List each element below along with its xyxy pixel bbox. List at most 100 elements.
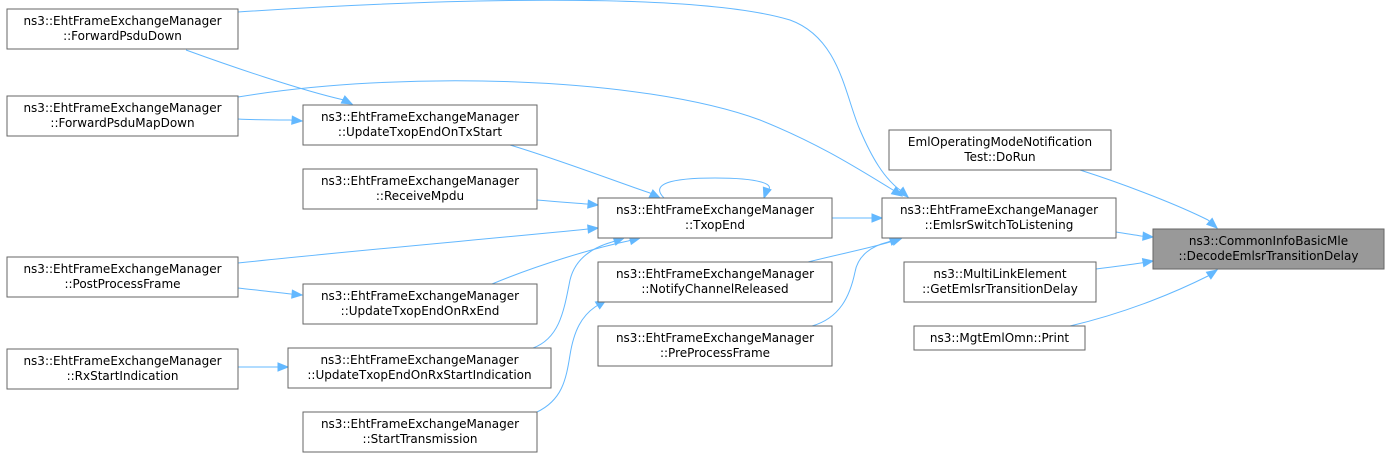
edge-txop-end-to-txop-end xyxy=(659,177,772,200)
node-box xyxy=(888,129,1112,171)
node-label-line2: ::GetEmlsrTransitionDelay xyxy=(922,282,1078,296)
arrowhead-icon xyxy=(291,289,304,299)
node-label-line2: ::UpdateTxopEndOnRxEnd xyxy=(341,304,500,318)
edge-line xyxy=(1079,169,1218,229)
node-label-line2: Test::DoRun xyxy=(963,150,1035,164)
edge-line xyxy=(807,237,903,263)
arrowhead-icon xyxy=(587,224,600,234)
node-label-line2: ::ForwardPsduMapDown xyxy=(50,116,194,130)
node-forward-psdu-map-down[interactable]: ns3::EhtFrameExchangeManager::ForwardPsd… xyxy=(6,95,239,137)
node-update-txop-end-on-tx-start[interactable]: ns3::EhtFrameExchangeManager::UpdateTxop… xyxy=(302,104,538,146)
node-update-txop-end-on-rx-start-indication[interactable]: ns3::EhtFrameExchangeManager::UpdateTxop… xyxy=(287,347,552,389)
node-label-line1: ns3::EhtFrameExchangeManager xyxy=(616,203,814,217)
node-box xyxy=(597,261,833,303)
node-label-line1: ns3::MgtEmlOmn::Print xyxy=(930,331,1070,345)
node-get-emlsr-transition-delay[interactable]: ns3::MultiLinkElement::GetEmlsrTransitio… xyxy=(903,261,1097,303)
node-label-line2: ::EmlsrSwitchToListening xyxy=(925,218,1074,232)
node-box xyxy=(6,8,239,50)
node-label-line2: ::PreProcessFrame xyxy=(660,346,770,360)
edge-line xyxy=(237,80,903,197)
edge-pre-process-frame-to-emlsr-switch-to-listening xyxy=(811,236,902,327)
edge-forward-psdu-down-to-update-txop-end-on-tx-start xyxy=(185,49,354,105)
arrowhead-icon xyxy=(890,186,904,197)
node-label-line1: ns3::EhtFrameExchangeManager xyxy=(320,353,518,367)
arrowhead-icon xyxy=(1142,231,1155,241)
node-label-line2: ::ReceiveMpdu xyxy=(376,189,464,203)
node-label-line1: ns3::EhtFrameExchangeManager xyxy=(23,14,221,28)
node-label-line1: ns3::EhtFrameExchangeManager xyxy=(321,289,519,303)
edge-forward-psdu-map-down-to-update-txop-end-on-tx-start xyxy=(237,115,304,125)
node-emlsr-switch-to-listening[interactable]: ns3::EhtFrameExchangeManager::EmlsrSwitc… xyxy=(881,197,1117,239)
node-label-line2: ::ForwardPsduDown xyxy=(63,29,182,43)
node-box xyxy=(287,347,552,389)
node-label-line1: ns3::EhtFrameExchangeManager xyxy=(23,354,221,368)
node-box xyxy=(881,197,1117,239)
nodes: ns3::EhtFrameExchangeManager::ForwardPsd… xyxy=(6,8,1385,453)
edge-post-process-frame-to-txop-end xyxy=(237,224,600,264)
edge-line xyxy=(237,0,909,198)
arrowhead-icon xyxy=(762,186,772,200)
node-update-txop-end-on-rx-end[interactable]: ns3::EhtFrameExchangeManager::UpdateTxop… xyxy=(302,283,538,325)
node-label-line1: ns3::EhtFrameExchangeManager xyxy=(321,417,519,431)
node-label-line1: ns3::EhtFrameExchangeManager xyxy=(321,174,519,188)
edge-rx-start-indication-to-update-txop-end-on-rx-start-indication xyxy=(238,362,290,372)
node-pre-process-frame[interactable]: ns3::EhtFrameExchangeManager::PreProcess… xyxy=(597,325,833,367)
edge-line xyxy=(536,199,599,206)
edge-line xyxy=(491,237,641,285)
edge-eml-operating-mode-notification-test-to-decode-emlsr-transition-delay xyxy=(1079,169,1219,229)
node-label-line1: ns3::CommonInfoBasicMle xyxy=(1189,234,1348,248)
edge-line xyxy=(811,237,901,327)
node-label-line2: ::TxopEnd xyxy=(685,218,745,232)
edge-forward-psdu-down-to-emlsr-switch-to-listening xyxy=(237,0,910,198)
arrowhead-icon xyxy=(1205,269,1219,280)
edge-get-emlsr-transition-delay-to-decode-emlsr-transition-delay xyxy=(1095,258,1155,270)
node-box xyxy=(302,104,538,146)
node-box xyxy=(6,256,239,298)
node-label-line2: ::PostProcessFrame xyxy=(64,277,180,291)
edge-line xyxy=(1095,260,1154,270)
edge-line xyxy=(659,177,770,199)
node-box xyxy=(903,261,1097,303)
node-box xyxy=(302,411,538,453)
edge-line xyxy=(237,287,303,296)
node-mgt-eml-omn-print[interactable]: ns3::MgtEmlOmn::Print xyxy=(913,325,1086,351)
node-receive-mpdu[interactable]: ns3::EhtFrameExchangeManager::ReceiveMpd… xyxy=(302,168,538,210)
arrowhead-icon xyxy=(587,199,600,209)
node-notify-channel-released[interactable]: ns3::EhtFrameExchangeManager::NotifyChan… xyxy=(597,261,833,303)
node-post-process-frame[interactable]: ns3::EhtFrameExchangeManager::PostProces… xyxy=(6,256,239,298)
arrowhead-icon xyxy=(1141,258,1155,268)
node-label-line1: EmlOperatingModeNotification xyxy=(908,135,1092,149)
node-label-line1: ns3::EhtFrameExchangeManager xyxy=(616,267,814,281)
edge-line xyxy=(536,299,607,413)
node-box xyxy=(1152,228,1385,270)
node-rx-start-indication[interactable]: ns3::EhtFrameExchangeManager::RxStartInd… xyxy=(6,348,239,390)
node-label-line2: ::DecodeEmlsrTransitionDelay xyxy=(1179,249,1359,263)
edge-post-process-frame-to-update-txop-end-on-rx-end xyxy=(237,287,304,299)
edge-forward-psdu-map-down-to-emlsr-switch-to-listening xyxy=(237,80,904,197)
node-forward-psdu-down[interactable]: ns3::EhtFrameExchangeManager::ForwardPsd… xyxy=(6,8,239,50)
node-box xyxy=(597,197,833,239)
node-decode-emlsr-transition-delay[interactable]: ns3::CommonInfoBasicMle::DecodeEmlsrTran… xyxy=(1152,228,1385,270)
node-txop-end[interactable]: ns3::EhtFrameExchangeManager::TxopEnd xyxy=(597,197,833,239)
arrowhead-icon xyxy=(291,115,304,125)
node-label-line2: ::StartTransmission xyxy=(363,432,478,446)
node-label-line2: ::UpdateTxopEndOnRxStartIndication xyxy=(307,368,531,382)
edge-receive-mpdu-to-txop-end xyxy=(536,199,600,209)
node-label-line1: ns3::EhtFrameExchangeManager xyxy=(616,331,814,345)
edge-emlsr-switch-to-listening-to-decode-emlsr-transition-delay xyxy=(1115,231,1155,241)
node-label-line1: ns3::EhtFrameExchangeManager xyxy=(23,262,221,276)
node-box xyxy=(597,325,833,367)
node-label-line2: ::UpdateTxopEndOnTxStart xyxy=(338,125,502,139)
node-label-line1: ns3::EhtFrameExchangeManager xyxy=(900,203,1098,217)
arrowhead-icon xyxy=(896,186,910,198)
node-label-line2: ::RxStartIndication xyxy=(67,369,179,383)
edge-notify-channel-released-to-emlsr-switch-to-listening xyxy=(807,236,904,263)
node-box xyxy=(302,283,538,325)
node-start-transmission[interactable]: ns3::EhtFrameExchangeManager::StartTrans… xyxy=(302,411,538,453)
edge-line xyxy=(509,144,661,199)
node-label-line2: ::NotifyChannelReleased xyxy=(641,282,788,296)
node-label-line1: ns3::MultiLinkElement xyxy=(933,267,1066,281)
edge-line xyxy=(237,118,303,122)
